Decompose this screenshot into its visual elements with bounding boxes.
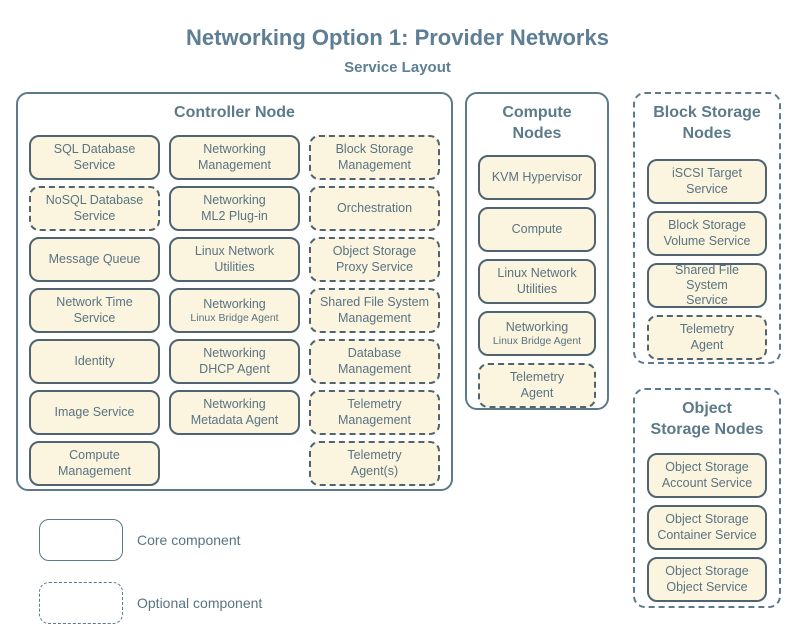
service-node: Block Storage Management (309, 135, 440, 180)
service-node: Networking DHCP Agent (169, 339, 300, 384)
service-node: Telemetry Management (309, 390, 440, 435)
service-node: KVM Hypervisor (478, 155, 596, 200)
group-title-line: Nodes (682, 124, 732, 142)
group-title-line: Object (682, 400, 732, 417)
service-node-label: Compute Management (58, 448, 131, 478)
service-node: Shared File System Management (309, 288, 440, 333)
object-storage-nodes-group-title: Object Storage Nodes (635, 399, 779, 441)
service-node: Database Management (309, 339, 440, 384)
group-title-line: Compute (502, 104, 572, 121)
service-node-label: Compute (511, 221, 563, 236)
service-node-label: NoSQL Database Service (45, 193, 144, 223)
service-node: Message Queue (29, 237, 160, 282)
service-node: Networking Management (169, 135, 300, 180)
service-node-label: Linux Network Utilities (194, 244, 275, 274)
service-node: Linux Network Utilities (169, 237, 300, 282)
compute-nodes-group: Compute Nodes KVM Hypervisor Compute Lin… (465, 92, 609, 410)
object-storage-nodes-group: Object Storage Nodes Object Storage Acco… (633, 388, 781, 608)
service-node-label: iSCSI Target Service (672, 166, 742, 196)
block-storage-services-grid: iSCSI Target Service Block Storage Volum… (647, 159, 767, 360)
service-node-label: Message Queue (48, 251, 141, 266)
service-node-label: Network Time Service (56, 295, 133, 325)
service-node: Object Storage Proxy Service (309, 237, 440, 282)
service-node-label: Networking ML2 Plug-in (201, 193, 268, 223)
service-node-label: SQL Database Service (53, 142, 136, 172)
service-node: Network Time Service (29, 288, 160, 333)
core-component-label: Core component (137, 532, 241, 548)
group-title-line: Block Storage (653, 104, 761, 121)
legend-core-item: Core component (39, 519, 241, 561)
service-node: Image Service (29, 390, 160, 435)
service-node: Shared File System Service (647, 263, 767, 308)
service-node-label: Networking Metadata Agent (190, 397, 279, 427)
service-node-label: Networking (203, 296, 266, 311)
optional-component-swatch (39, 582, 123, 624)
compute-nodes-group-title: Compute Nodes (467, 103, 607, 145)
group-title-line: Nodes (512, 124, 562, 142)
service-node-label: Identity (74, 353, 115, 368)
service-node-label: Telemetry Agent(s) (347, 448, 402, 478)
controller-node-group: Controller Node SQL Database Service Net… (16, 92, 453, 491)
service-node: Telemetry Agent(s) (309, 441, 440, 486)
service-node-label: Object Storage Object Service (665, 564, 749, 594)
service-node: Object Storage Object Service (647, 557, 767, 602)
service-node-label: Orchestration (336, 200, 413, 215)
optional-component-label: Optional component (137, 595, 263, 611)
service-node: Compute Management (29, 441, 160, 486)
service-node-label: Telemetry Management (338, 397, 411, 427)
service-node-label: Block Storage Management (335, 142, 414, 172)
service-node: Object Storage Container Service (647, 505, 767, 550)
controller-node-group-title: Controller Node (18, 103, 451, 124)
service-node: Linux Network Utilities (478, 259, 596, 304)
service-node-label: Linux Network Utilities (497, 266, 577, 296)
service-node-label: Object Storage Account Service (661, 460, 753, 490)
compute-services-grid: KVM Hypervisor Compute Linux Network Uti… (478, 155, 596, 408)
service-node-label: Database Management (338, 346, 411, 376)
legend-optional-item: Optional component (39, 582, 262, 624)
service-node-label: Shared File System Management (319, 295, 430, 325)
service-node-label: Networking DHCP Agent (199, 346, 270, 376)
service-node-label: Telemetry Agent (509, 370, 565, 400)
service-node-label: Image Service (54, 404, 135, 419)
group-title-line: Storage Nodes (650, 420, 764, 438)
service-node-label: Networking (505, 319, 569, 334)
controller-services-grid: SQL Database Service Networking Manageme… (29, 135, 440, 486)
service-node: Networking Linux Bridge Agent (478, 311, 596, 356)
service-node: Identity (29, 339, 160, 384)
service-node-label: Block Storage Volume Service (663, 218, 751, 248)
service-node: NoSQL Database Service (29, 186, 160, 231)
block-storage-nodes-group-title: Block Storage Nodes (635, 103, 779, 145)
service-node: Orchestration (309, 186, 440, 231)
service-node-label: Object Storage Container Service (657, 512, 757, 542)
service-node: Compute (478, 207, 596, 252)
service-node: iSCSI Target Service (647, 159, 767, 204)
service-node: Telemetry Agent (647, 315, 767, 360)
service-node: Object Storage Account Service (647, 453, 767, 498)
service-node-sublabel: Linux Bridge Agent (190, 311, 279, 324)
service-node-label: Object Storage Proxy Service (332, 244, 417, 274)
page-title: Networking Option 1: Provider Networks (186, 25, 609, 50)
service-node-label: KVM Hypervisor (491, 169, 583, 184)
service-node: Networking Metadata Agent (169, 390, 300, 435)
service-node: Telemetry Agent (478, 363, 596, 408)
object-storage-services-grid: Object Storage Account Service Object St… (647, 453, 767, 602)
core-component-swatch (39, 519, 123, 561)
page-subtitle: Service Layout (344, 59, 451, 76)
service-node: Networking ML2 Plug-in (169, 186, 300, 231)
service-node-label: Networking Management (198, 142, 271, 172)
service-node-label: Telemetry Agent (679, 322, 735, 352)
service-node: Block Storage Volume Service (647, 211, 767, 256)
service-node: Networking Linux Bridge Agent (169, 288, 300, 333)
group-title-line: Controller Node (174, 104, 295, 121)
service-node-sublabel: Linux Bridge Agent (492, 334, 582, 347)
block-storage-nodes-group: Block Storage Nodes iSCSI Target Service… (633, 92, 781, 364)
service-node: SQL Database Service (29, 135, 160, 180)
service-node-label: Shared File System Service (675, 262, 739, 308)
